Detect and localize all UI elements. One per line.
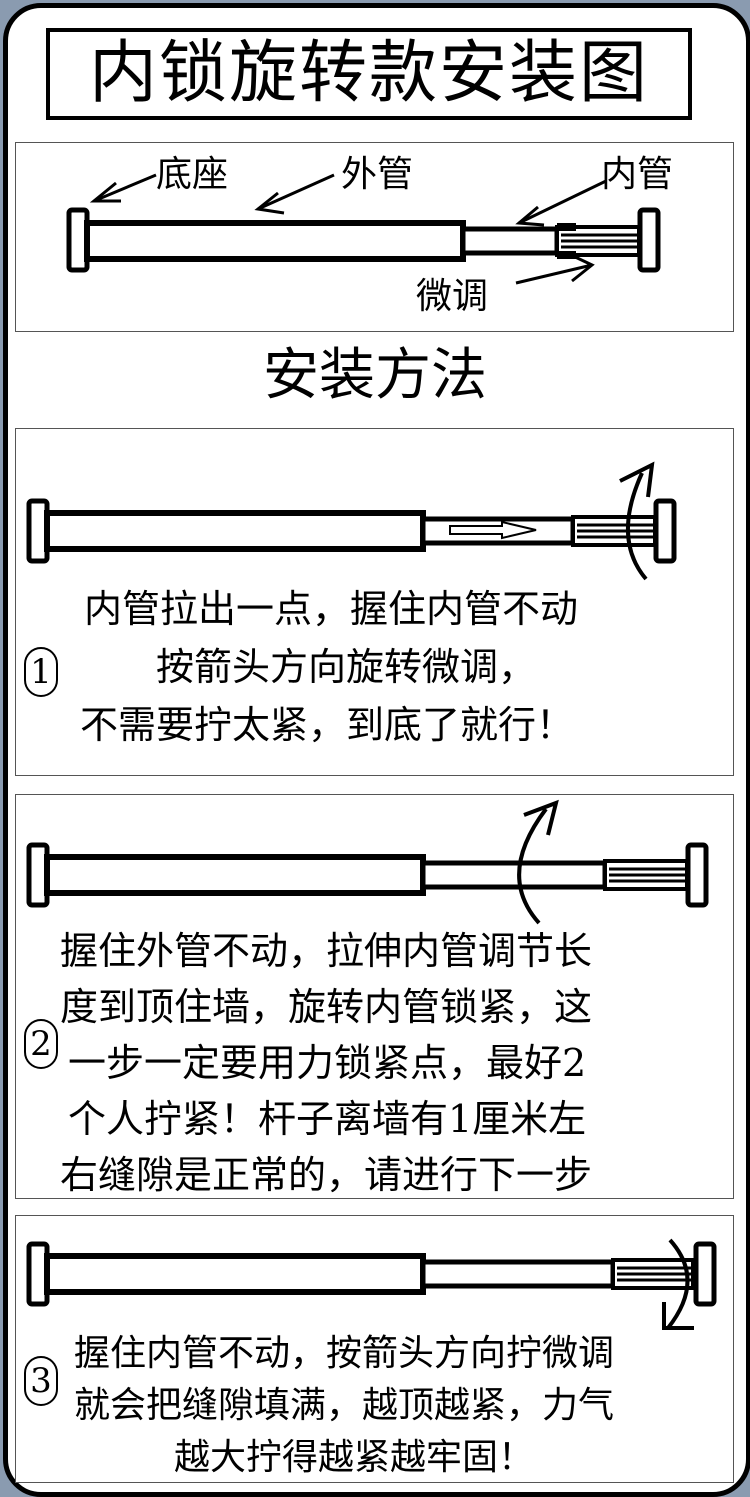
step-3-line-1: 握住内管不动，按箭头方向拧微调 xyxy=(74,1333,615,1374)
step-number-badge: 3 xyxy=(24,1356,58,1406)
step-3-panel: 3 握住内管不动，按箭头方向拧微调 就会把缝隙填满，越顶越紧，力气 越大拧得越紧… xyxy=(15,1215,734,1483)
rotate-up-arrow-icon xyxy=(517,799,559,925)
step-2-line-2: 度到顶住墙，旋转内管锁紧，这 xyxy=(60,985,593,1029)
label-fine-adjust: 微调 xyxy=(416,276,489,317)
pull-direction-arrow-icon xyxy=(449,520,537,540)
rod-parts-illustration xyxy=(66,173,661,285)
step-2-line-1: 握住外管不动，拉伸内管调节长 xyxy=(60,929,593,973)
label-outer-tube: 外管 xyxy=(341,154,414,195)
step-number: 1 xyxy=(30,652,52,692)
method-heading: 安装方法 xyxy=(263,343,487,408)
step-2-illustration xyxy=(26,799,709,925)
step-number: 2 xyxy=(30,1024,52,1064)
rotate-down-arrow-icon xyxy=(662,1238,694,1330)
label-inner-tube: 内管 xyxy=(601,154,674,195)
step-number-badge: 2 xyxy=(24,1019,58,1069)
step-3-line-2: 就会把缝隙填满，越顶越紧，力气 xyxy=(74,1385,615,1426)
step-2-panel: 2 握住外管不动，拉伸内管调节长 度到顶住墙，旋转内管锁紧，这 一步一定要用力锁… xyxy=(15,794,734,1199)
step-2-line-5: 右缝隙是正常的，请进行下一步 xyxy=(60,1153,593,1197)
rotate-up-arrow-icon xyxy=(619,461,655,581)
step-1-line-3: 不需要拧太紧，到底了就行！ xyxy=(80,703,575,747)
label-base: 底座 xyxy=(156,154,229,195)
step-1-illustration xyxy=(26,461,677,581)
step-number-badge: 1 xyxy=(24,647,58,697)
parts-diagram: 底座 外管 内管 微调 xyxy=(15,142,734,332)
step-1-line-2: 按箭头方向旋转微调， xyxy=(156,645,537,689)
step-1-line-1: 内管拉出一点，握住内管不动 xyxy=(84,587,579,631)
step-number: 3 xyxy=(30,1361,52,1401)
step-2-line-4: 个人拧紧！杆子离墙有1厘米左 xyxy=(68,1097,587,1141)
pointer-arrows xyxy=(89,173,607,285)
step-2-line-3: 一步一定要用力锁紧点，最好2 xyxy=(68,1041,587,1085)
title-box: 内锁旋转款安装图 xyxy=(46,28,692,120)
step-3-line-3: 越大拧得越紧越牢固！ xyxy=(174,1437,535,1478)
step-3-illustration xyxy=(26,1238,717,1330)
page-title: 内锁旋转款安装图 xyxy=(88,34,649,113)
step-1-panel: 1 内管拉出一点，握住内管不动 按箭头方向旋转微调， 不需要拧太紧，到底了就行！ xyxy=(15,428,734,776)
